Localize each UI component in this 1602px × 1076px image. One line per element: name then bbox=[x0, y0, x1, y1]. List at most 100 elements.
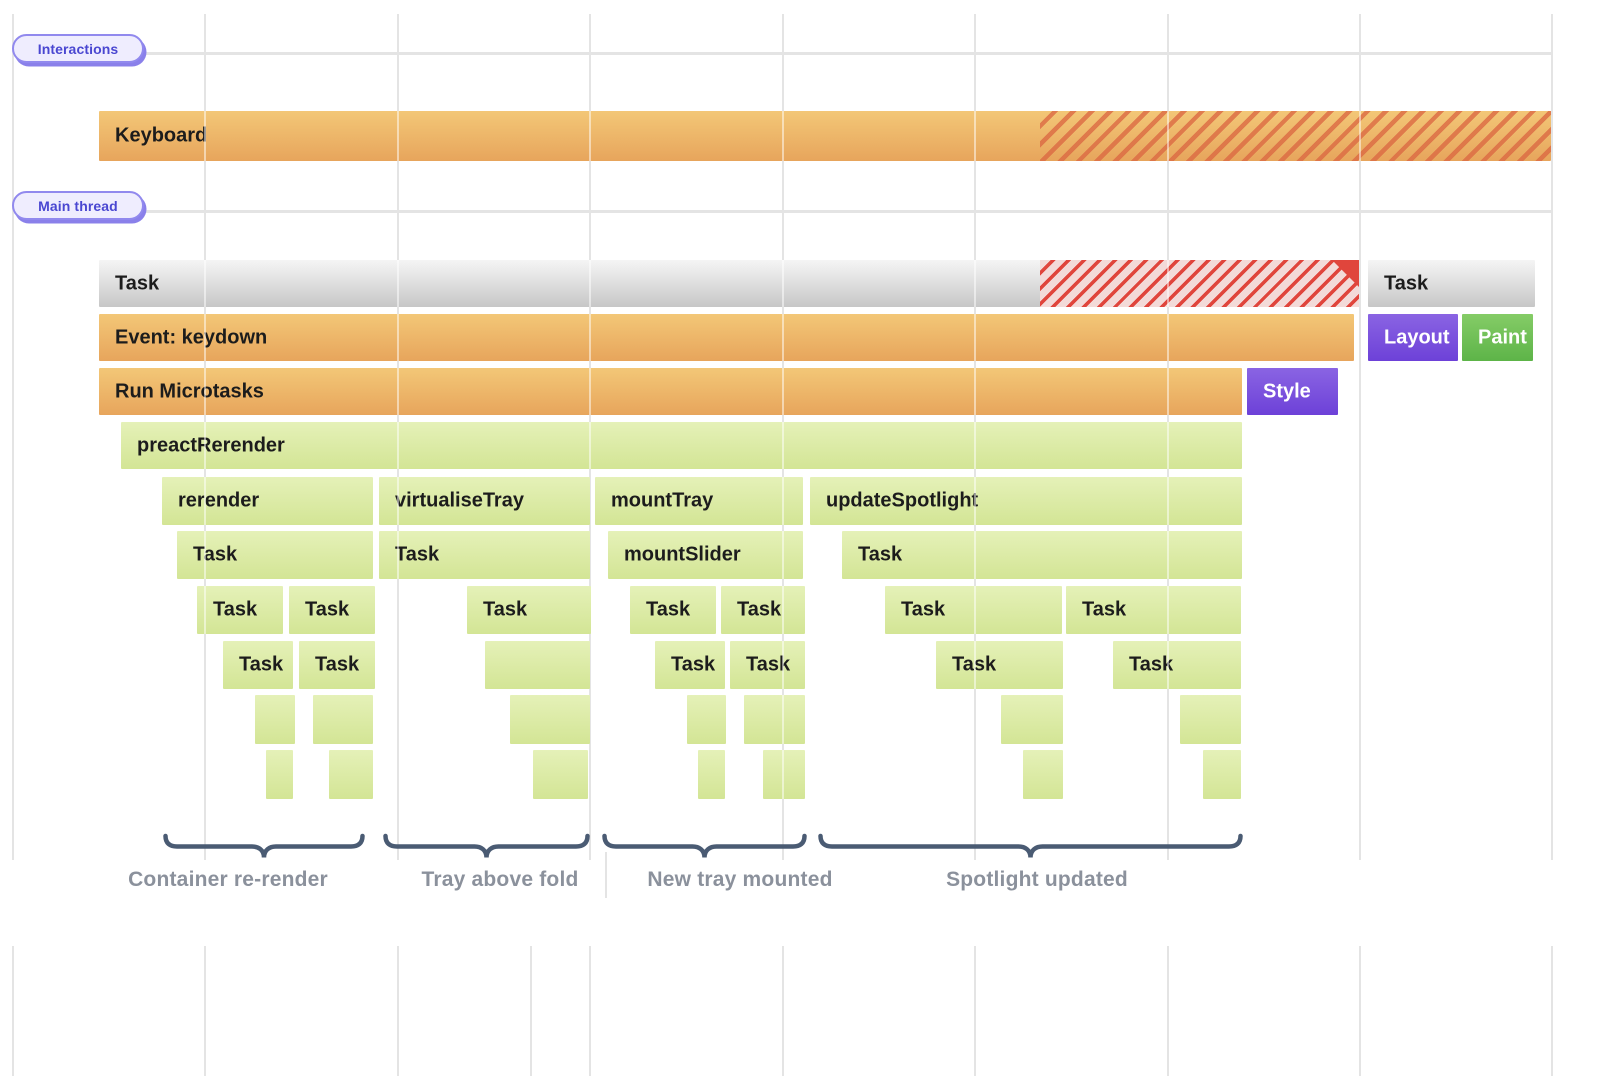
flame-block[interactable] bbox=[329, 750, 373, 799]
gridline-glint bbox=[397, 531, 399, 579]
gridline bbox=[782, 946, 784, 1076]
bar-label: Task bbox=[483, 598, 528, 621]
flame-block[interactable] bbox=[266, 750, 293, 799]
gridline bbox=[605, 852, 607, 898]
flame-block[interactable] bbox=[510, 695, 590, 744]
bar-keyboard[interactable]: Keyboard bbox=[99, 111, 1551, 161]
gridline bbox=[204, 946, 206, 1076]
flame-block[interactable] bbox=[255, 695, 295, 744]
bar-paint[interactable]: Paint bbox=[1462, 314, 1533, 361]
flame-task[interactable]: Task bbox=[379, 531, 590, 579]
gridline-glint bbox=[397, 422, 399, 469]
gridline-glint bbox=[589, 368, 591, 415]
gridline-glint bbox=[204, 368, 206, 415]
gridline-glint bbox=[1167, 260, 1169, 307]
flame-block[interactable] bbox=[313, 695, 373, 744]
flame-block[interactable] bbox=[485, 641, 590, 689]
flame-block[interactable] bbox=[698, 750, 725, 799]
gridline-glint bbox=[397, 111, 399, 161]
bar-label: Task bbox=[1082, 598, 1127, 621]
flame-task[interactable]: Task bbox=[936, 641, 1063, 689]
flame-block[interactable] bbox=[687, 695, 726, 744]
bar-label: Paint bbox=[1478, 326, 1527, 348]
gridline-glint bbox=[782, 260, 784, 307]
bar-task-right[interactable]: Task bbox=[1368, 260, 1535, 307]
flame-task[interactable]: Task bbox=[630, 586, 716, 634]
gridline-glint bbox=[782, 641, 784, 689]
gridline bbox=[1551, 946, 1553, 1076]
bar-rerender[interactable]: rerender bbox=[162, 477, 373, 525]
bar-label: Task bbox=[671, 653, 716, 676]
flame-task[interactable]: Task bbox=[655, 641, 725, 689]
flame-task[interactable]: Task bbox=[1113, 641, 1241, 689]
gridline-glint bbox=[974, 422, 976, 469]
flame-task[interactable]: Task bbox=[467, 586, 591, 634]
gridline-glint bbox=[782, 111, 784, 161]
flame-block[interactable] bbox=[1180, 695, 1241, 744]
gridline-glint bbox=[782, 477, 784, 525]
bar-label: Task bbox=[213, 598, 258, 621]
bar-label: Style bbox=[1263, 380, 1311, 402]
track-rule bbox=[140, 52, 1551, 55]
bar-style[interactable]: Style bbox=[1247, 368, 1338, 415]
flame-task[interactable]: Task bbox=[730, 641, 805, 689]
track-rule bbox=[140, 210, 1551, 213]
bar-label: mountTray bbox=[611, 489, 714, 512]
bar-layout[interactable]: Layout bbox=[1368, 314, 1458, 361]
gridline-glint bbox=[974, 477, 976, 525]
gridline-glint bbox=[204, 111, 206, 161]
gridline-glint bbox=[1167, 111, 1169, 161]
flame-block[interactable] bbox=[763, 750, 805, 799]
gridline-glint bbox=[1167, 641, 1169, 689]
bar-label: Event: keydown bbox=[115, 326, 268, 348]
flame-task[interactable]: Task bbox=[885, 586, 1062, 634]
flame-block[interactable] bbox=[1023, 750, 1063, 799]
gridline-glint bbox=[589, 422, 591, 469]
gridline-glint bbox=[782, 368, 784, 415]
flame-task[interactable]: Task bbox=[223, 641, 293, 689]
track-pill-interactions[interactable]: Interactions bbox=[12, 34, 144, 63]
bar-run-microtasks[interactable]: Run Microtasks bbox=[99, 368, 1242, 415]
flame-task[interactable]: Task bbox=[721, 586, 805, 634]
bar-label: Keyboard bbox=[115, 124, 208, 147]
gridline bbox=[1551, 14, 1553, 860]
bar-label: Task bbox=[315, 653, 360, 676]
bar-label: Task bbox=[115, 272, 160, 294]
group-caption: Tray above fold bbox=[421, 868, 579, 891]
bar-mount-tray[interactable]: mountTray bbox=[595, 477, 803, 525]
track-pill-main-thread[interactable]: Main thread bbox=[12, 191, 144, 220]
bar-mount-slider[interactable]: mountSlider bbox=[608, 531, 803, 579]
bar-event-keydown[interactable]: Event: keydown bbox=[99, 314, 1354, 361]
flame-block[interactable] bbox=[744, 695, 805, 744]
bar-preact-rerender[interactable]: preactRerender bbox=[121, 422, 1242, 469]
overrun-corner-triangle bbox=[1332, 260, 1359, 287]
gridline-glint bbox=[204, 531, 206, 579]
flame-task[interactable]: Task bbox=[289, 586, 375, 634]
gridline-glint bbox=[1167, 314, 1169, 361]
gridline-glint bbox=[1167, 531, 1169, 579]
red-hatch-overlay bbox=[1040, 260, 1359, 307]
bar-update-spotlight[interactable]: updateSpotlight bbox=[810, 477, 1242, 525]
flame-task[interactable]: Task bbox=[177, 531, 373, 579]
gridline bbox=[974, 946, 976, 1076]
bar-label: rerender bbox=[178, 489, 260, 512]
flame-task[interactable]: Task bbox=[197, 586, 283, 634]
bar-virtualise-tray[interactable]: virtualiseTray bbox=[379, 477, 590, 525]
gridline-glint bbox=[974, 641, 976, 689]
group-brace bbox=[602, 833, 807, 861]
flame-block[interactable] bbox=[533, 750, 588, 799]
gridline bbox=[1359, 14, 1361, 860]
flame-block[interactable] bbox=[1001, 695, 1063, 744]
bar-task-main[interactable]: Task bbox=[99, 260, 1359, 307]
flame-block[interactable] bbox=[1203, 750, 1241, 799]
gridline-glint bbox=[1167, 422, 1169, 469]
bar-label: mountSlider bbox=[624, 543, 741, 566]
flame-task[interactable]: Task bbox=[299, 641, 375, 689]
gridline-glint bbox=[397, 260, 399, 307]
gridline-glint bbox=[204, 314, 206, 361]
gridline-glint bbox=[397, 368, 399, 415]
flame-task[interactable]: Task bbox=[1066, 586, 1241, 634]
flame-task[interactable]: Task bbox=[842, 531, 1242, 579]
bar-label: Task bbox=[305, 598, 350, 621]
